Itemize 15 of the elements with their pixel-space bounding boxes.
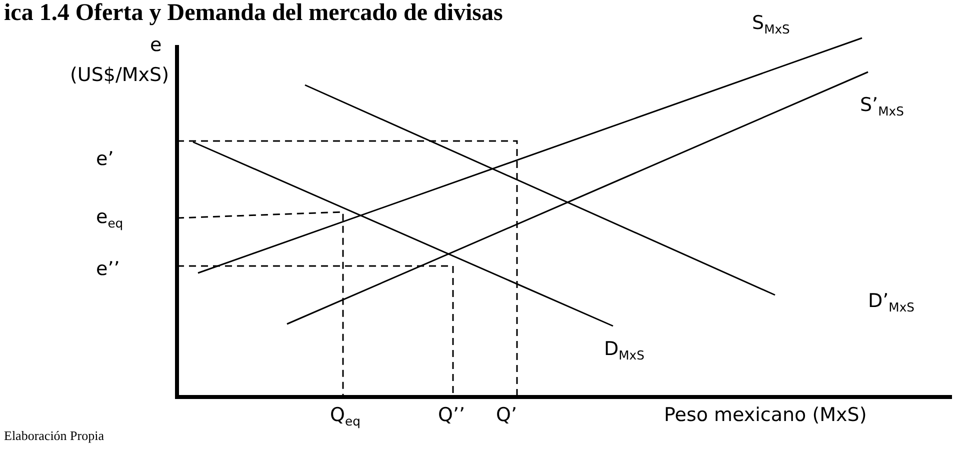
axis-label: e’ bbox=[96, 148, 114, 170]
axis-label: Q’ bbox=[496, 404, 517, 426]
axis-label: D$_{MxS}$ bbox=[604, 338, 644, 362]
axis-label: e bbox=[150, 34, 162, 56]
axis-label: e’’ bbox=[96, 258, 120, 280]
axis-label: Peso mexicano (MxS) bbox=[664, 404, 867, 426]
source-note: Elaboración Propia bbox=[4, 428, 104, 444]
axis-label: Q$_{eq}$ bbox=[330, 404, 360, 428]
axis-label: S$_{MxS}$ bbox=[752, 12, 790, 36]
axis-label: S’$_{MxS}$ bbox=[860, 94, 904, 118]
chart-title: ica 1.4 Oferta y Demanda del mercado de divisas bbox=[4, 0, 503, 27]
axis-label: e$_{eq}$ bbox=[96, 206, 124, 230]
axis-label: Q’’ bbox=[438, 404, 466, 426]
axis-label: D’$_{MxS}$ bbox=[868, 290, 914, 314]
axis-label: (US$/MxS) bbox=[70, 64, 169, 86]
